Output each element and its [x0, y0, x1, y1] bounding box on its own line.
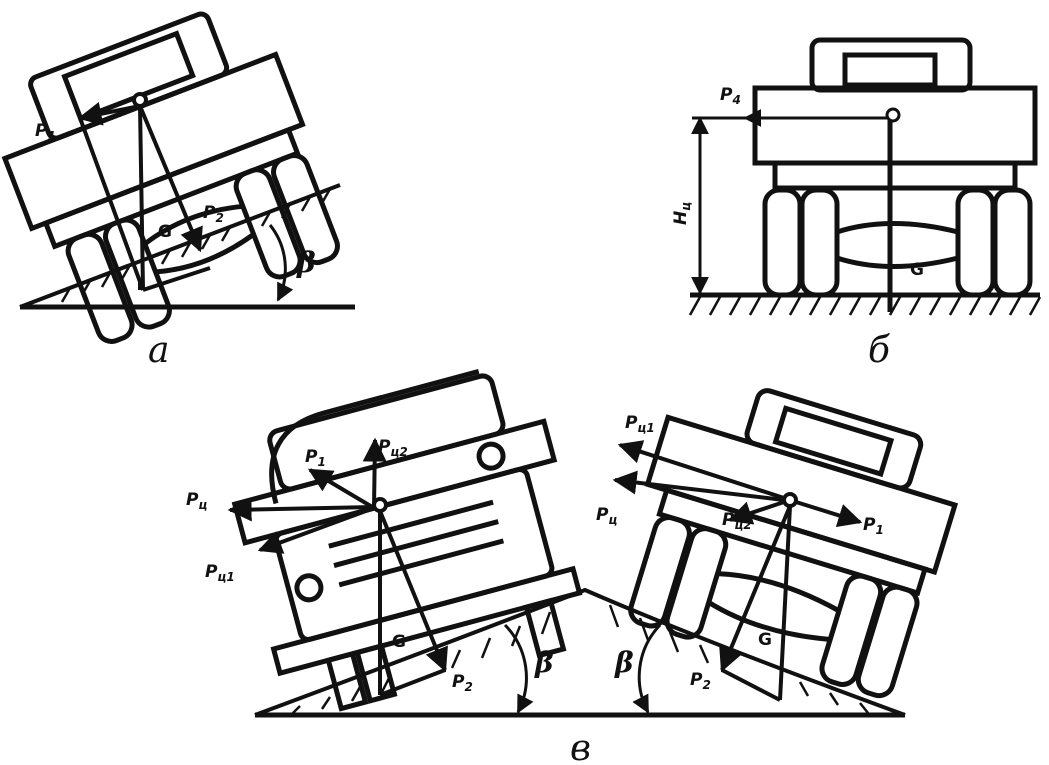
angle-arc-a	[268, 224, 294, 302]
angle-arc-left-v	[503, 623, 534, 714]
label-p1: P1	[35, 121, 56, 143]
label-p1-right: P1	[863, 515, 884, 537]
label-p1-left: P1	[305, 447, 326, 469]
label-p2: P2	[203, 203, 224, 225]
force-vectors-b	[691, 107, 901, 295]
label-h: Hц	[671, 202, 693, 225]
ground-b	[688, 292, 1042, 316]
force-vectors-right-v	[612, 440, 863, 702]
caption-v: в	[570, 728, 591, 765]
label-pc1-right: Pц1	[625, 413, 655, 435]
label-pc-right: Pц	[596, 505, 617, 527]
label-p4: P4	[720, 85, 741, 107]
label-g: G	[158, 222, 172, 242]
label-p2-left: P2	[452, 672, 473, 694]
caption-a: а	[148, 330, 169, 371]
truck-front-b	[752, 37, 1038, 312]
label-pc2-left: Pц2	[378, 437, 408, 459]
label-p2-right: P2	[690, 670, 711, 692]
truck-tilted-a	[1, 11, 340, 344]
panel-v: Pц Pц1 P1 Pц2 G P2 β	[186, 369, 959, 765]
panel-a: P1 P2 G β а	[1, 11, 355, 371]
angle-arc-right-v	[632, 623, 662, 714]
label-pc2-right: Pц2	[722, 510, 752, 532]
label-pc-left: Pц	[186, 490, 207, 512]
label-beta: β	[296, 246, 316, 279]
force-vectors-left-v	[227, 437, 448, 697]
label-g-right: G	[758, 630, 772, 650]
caption-b: б	[868, 330, 891, 371]
panel-b: P4 Hц G б	[671, 37, 1042, 371]
label-g-left: G	[392, 632, 406, 652]
label-g-b: G	[910, 260, 924, 280]
truck-right-v	[628, 388, 959, 699]
force-vectors-a	[77, 92, 211, 292]
label-beta-right: β	[614, 646, 634, 679]
label-beta-left: β	[534, 646, 554, 679]
label-pc1-left: Pц1	[205, 562, 235, 584]
